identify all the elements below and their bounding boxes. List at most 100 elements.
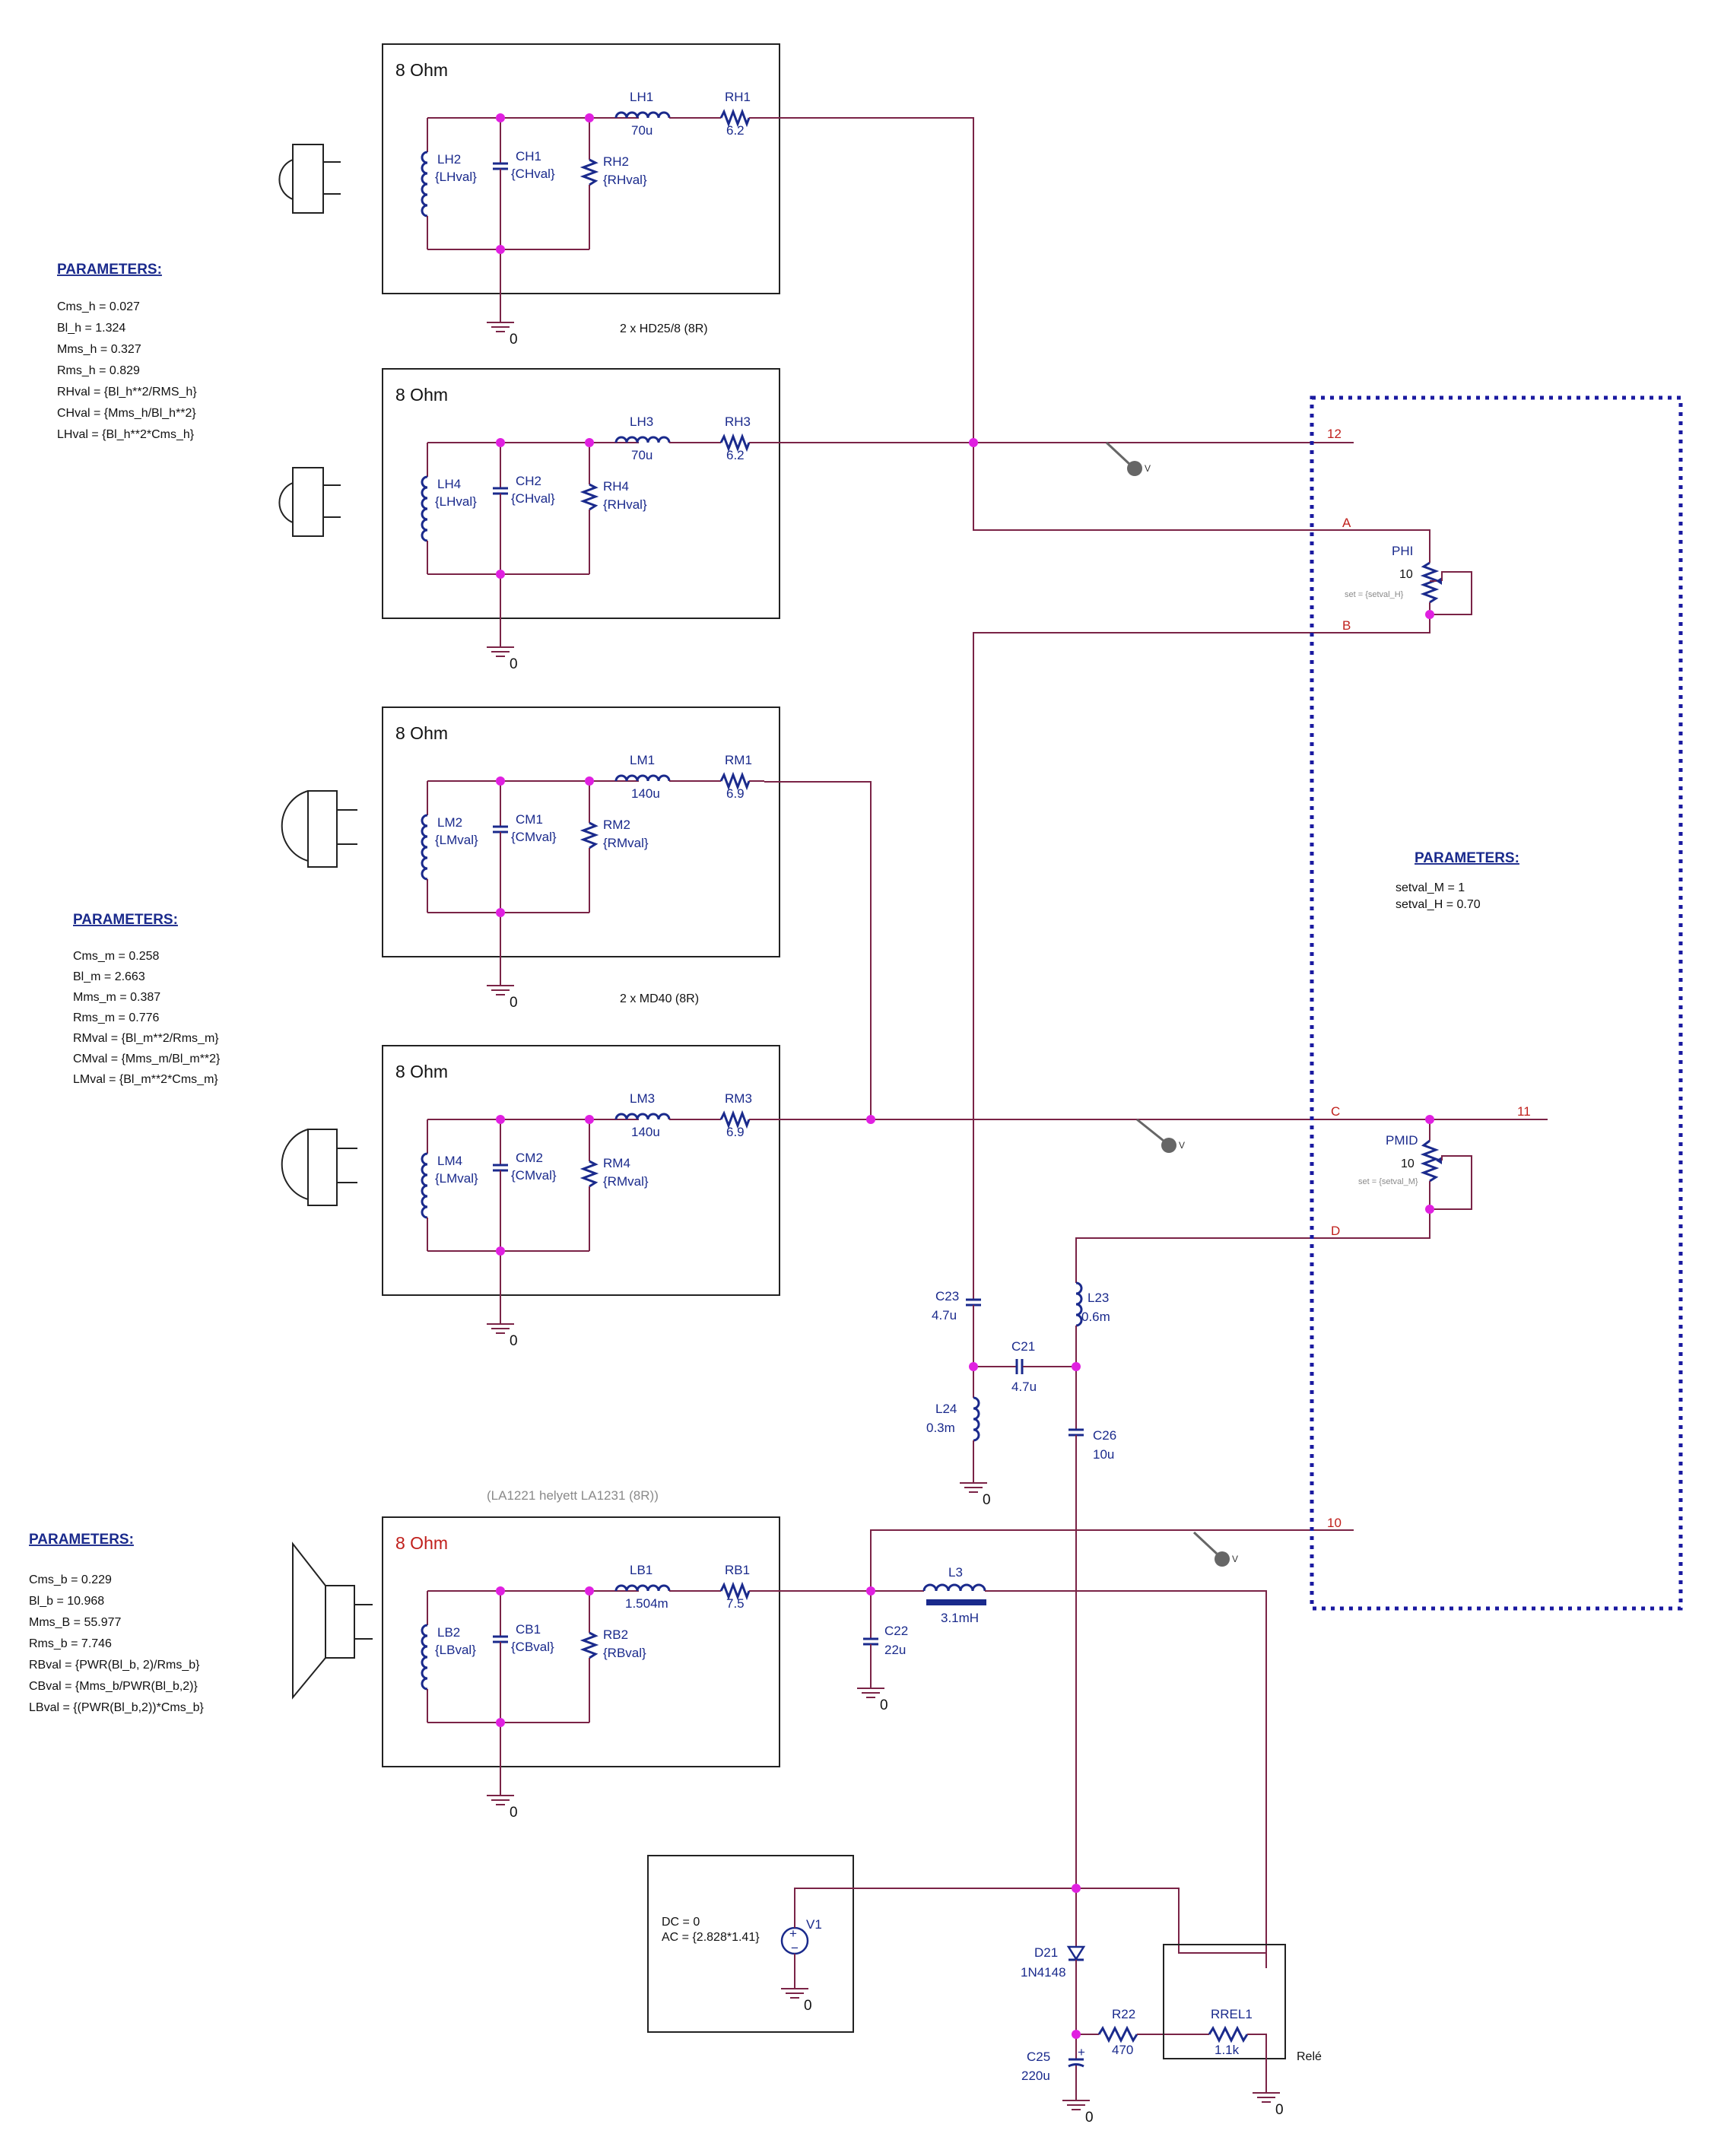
ground-label: 0 — [510, 656, 518, 672]
params-bass-line: Cms_b = 0.229 — [29, 1573, 112, 1586]
junction-dot — [1072, 2030, 1081, 2039]
driver-blocks: 8 OhmLH2{LHval}CH1{CHval}RH2{RHval}LH170… — [382, 43, 780, 1796]
junction-dot — [866, 1115, 875, 1124]
ground-label: 0 — [1275, 2102, 1284, 2118]
params-high-line: CHval = {Mms_h/Bl_h**2} — [57, 407, 196, 420]
junction-dot — [585, 438, 594, 447]
svg-text:V: V — [1179, 1140, 1185, 1151]
phi-value: 10 — [1399, 568, 1413, 581]
parallel-inductor-value: {LBval} — [435, 1643, 476, 1657]
series-inductor-ref: LH1 — [630, 90, 653, 104]
params-set: PARAMETERS: setval_M = 1 setval_H = 0.70 — [1396, 850, 1519, 911]
relay-section: D21 1N4148 + C25 220u R22 470 RREL1 1.1k… — [1021, 1888, 1322, 2100]
ground-symbol: 0 — [1062, 2100, 1094, 2126]
parallel-inductor-ref: LM2 — [437, 815, 462, 830]
ground-label: 0 — [510, 995, 518, 1011]
driver-block-frame — [382, 43, 780, 294]
junction-dot — [1072, 1884, 1081, 1893]
junction-dot — [496, 113, 505, 122]
junction-dot — [585, 1586, 594, 1596]
params-high: PARAMETERS: Cms_h = 0.027 Bl_h = 1.324 M… — [57, 262, 197, 441]
junction-dot — [496, 1718, 505, 1727]
tweeter-symbol-1 — [278, 144, 341, 214]
svg-text:−: − — [791, 1941, 799, 1955]
series-inductor-ref: LH3 — [630, 414, 653, 429]
parallel-inductor-ref: LM4 — [437, 1154, 462, 1168]
junction-dot — [969, 438, 978, 447]
parallel-inductor-value: {LHval} — [435, 494, 477, 509]
pin-11: 11 — [1517, 1104, 1531, 1119]
parallel-resistor-ref: RB2 — [603, 1627, 628, 1642]
params-bass-line: Rms_b = 7.746 — [29, 1637, 112, 1650]
rrel1-value: 1.1k — [1215, 2043, 1240, 2057]
series-resistor-ref: RM3 — [725, 1091, 752, 1106]
params-bass: PARAMETERS: Cms_b = 0.229 Bl_b = 10.968 … — [29, 1532, 205, 1714]
d21-value: 1N4148 — [1021, 1965, 1066, 1980]
series-resistor-ref: RM1 — [725, 753, 752, 767]
driver-block: 8 OhmLB2{LBval}CB1{CBval}RB2{RBval}LB11.… — [382, 1516, 780, 1796]
phi-set: set = {setval_H} — [1345, 590, 1404, 599]
series-inductor-value: 70u — [631, 123, 653, 138]
params-bass-line: CBval = {Mms_b/PWR(Bl_b,2)} — [29, 1680, 198, 1693]
series-inductor-value: 140u — [631, 1125, 660, 1139]
source-ac: AC = {2.828*1.41} — [662, 1931, 760, 1944]
driver-block-frame — [382, 1516, 780, 1767]
tweeter-symbol-2 — [278, 467, 341, 537]
svg-text:V: V — [1145, 463, 1151, 474]
series-resistor-value: 6.2 — [726, 123, 745, 138]
driver-block-title: 8 Ohm — [395, 1533, 448, 1553]
parallel-resistor-value: {RMval} — [603, 1174, 649, 1189]
pmid-ref: PMID — [1386, 1133, 1418, 1148]
params-mid-line: CMval = {Mms_m/Bl_m**2} — [73, 1053, 221, 1065]
potentiometer-pmid: PMID 10 set = {setval_M} — [1358, 1133, 1472, 1210]
hierarchical-block-border — [1310, 395, 1683, 1611]
junction-dot — [496, 1115, 505, 1124]
params-set-line: setval_H = 0.70 — [1396, 898, 1481, 911]
driver-block-title: 8 Ohm — [395, 385, 448, 405]
c26-ref: C26 — [1093, 1428, 1116, 1443]
params-bass-header: PARAMETERS: — [29, 1532, 134, 1548]
svg-text:+: + — [789, 1926, 797, 1941]
ground-symbol: 0 — [1253, 2092, 1284, 2118]
c25-ref: C25 — [1027, 2050, 1050, 2064]
parallel-capacitor-value: {CMval} — [511, 1168, 557, 1183]
l23-ref: L23 — [1088, 1291, 1109, 1305]
junctions — [496, 113, 1434, 2039]
junction-dot — [1425, 610, 1434, 619]
parallel-capacitor-ref: CB1 — [516, 1622, 541, 1637]
series-inductor-ref: LM3 — [630, 1091, 655, 1106]
relay-label: Relé — [1297, 2050, 1322, 2063]
parallel-resistor-value: {RHval} — [603, 173, 647, 187]
junction-dot — [496, 1586, 505, 1596]
parallel-capacitor-ref: CM2 — [516, 1151, 543, 1165]
params-set-header: PARAMETERS: — [1415, 850, 1519, 866]
series-inductor-value: 1.504m — [625, 1596, 668, 1611]
driver-block-frame — [382, 1045, 780, 1296]
pin-b: B — [1342, 618, 1351, 633]
source-dc: DC = 0 — [662, 1916, 700, 1929]
c25-value: 220u — [1021, 2069, 1050, 2083]
series-resistor-ref: RH1 — [725, 90, 751, 104]
ground-symbol: 0 — [487, 1323, 518, 1349]
parallel-capacitor-value: {CMval} — [511, 830, 557, 844]
pin-10: 10 — [1327, 1516, 1342, 1530]
junction-dot — [496, 1246, 505, 1256]
driver-block-title: 8 Ohm — [395, 1062, 448, 1081]
voltage-probe: V — [1105, 441, 1151, 476]
ground-symbol: 0 — [487, 322, 518, 348]
ground-symbol: 0 — [487, 646, 518, 672]
junction-dot — [1072, 1362, 1081, 1371]
ground-label: 0 — [880, 1697, 888, 1713]
c21-ref: C21 — [1011, 1339, 1035, 1354]
parallel-resistor-ref: RM4 — [603, 1156, 630, 1170]
params-mid-line: Mms_m = 0.387 — [73, 991, 160, 1004]
parallel-capacitor-value: {CHval} — [511, 167, 555, 181]
junction-dot — [496, 908, 505, 917]
l3-ref: L3 — [948, 1565, 963, 1580]
parallel-resistor-value: {RMval} — [603, 836, 649, 850]
junction-dot — [496, 570, 505, 579]
junction-dot — [1425, 1205, 1434, 1214]
params-bass-line: LBval = {(PWR(Bl_b,2))*Cms_b} — [29, 1701, 205, 1714]
series-resistor-ref: RB1 — [725, 1563, 750, 1577]
